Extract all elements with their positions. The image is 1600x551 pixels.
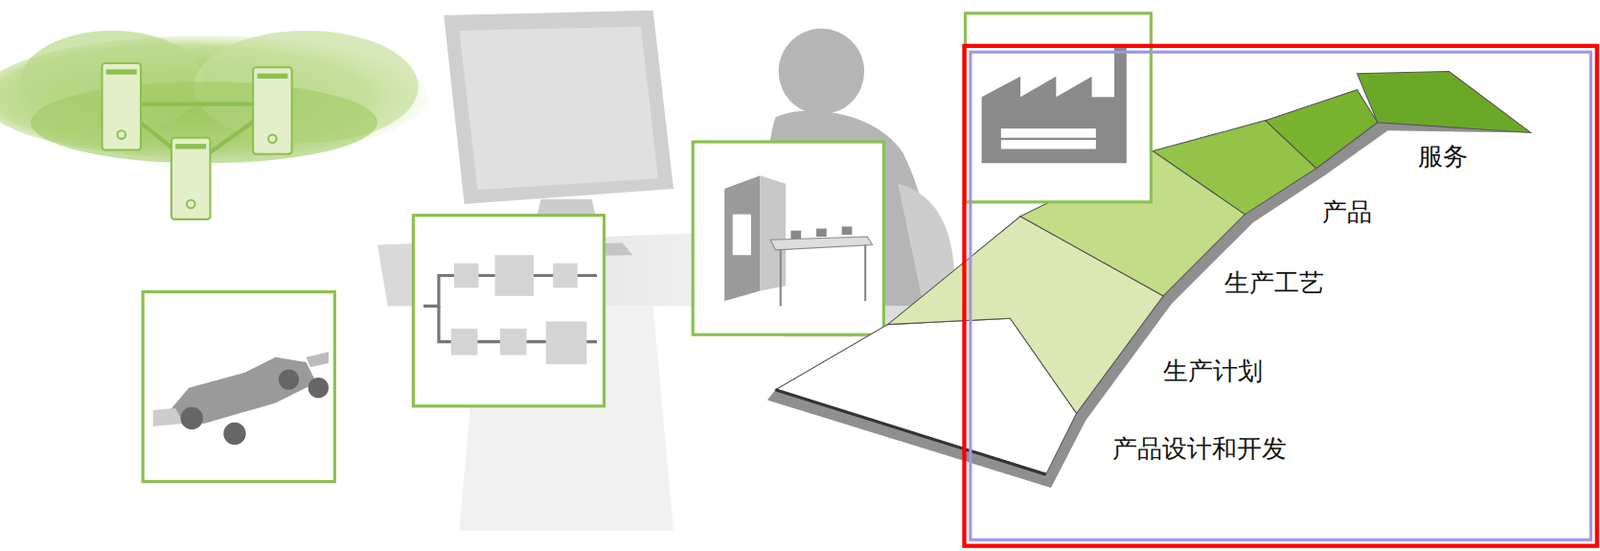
car-box bbox=[142, 292, 335, 482]
stage-label: 产品设计和开发 bbox=[1112, 434, 1287, 464]
highlight-frame bbox=[963, 45, 1597, 547]
cloud bbox=[0, 30, 429, 163]
factory-box bbox=[965, 13, 1152, 203]
flowchart-box bbox=[412, 215, 604, 407]
process-ribbon bbox=[775, 71, 1531, 476]
stage-label: 生产计划 bbox=[1163, 356, 1263, 387]
workstation bbox=[377, 10, 918, 531]
highlight-frame-inner bbox=[970, 51, 1592, 540]
stage-label: 产品 bbox=[1322, 197, 1372, 228]
stage-label: 服务 bbox=[1417, 141, 1468, 172]
stage-label: 生产工艺 bbox=[1224, 268, 1325, 298]
server-icons bbox=[102, 63, 293, 220]
machine-box bbox=[692, 141, 884, 335]
